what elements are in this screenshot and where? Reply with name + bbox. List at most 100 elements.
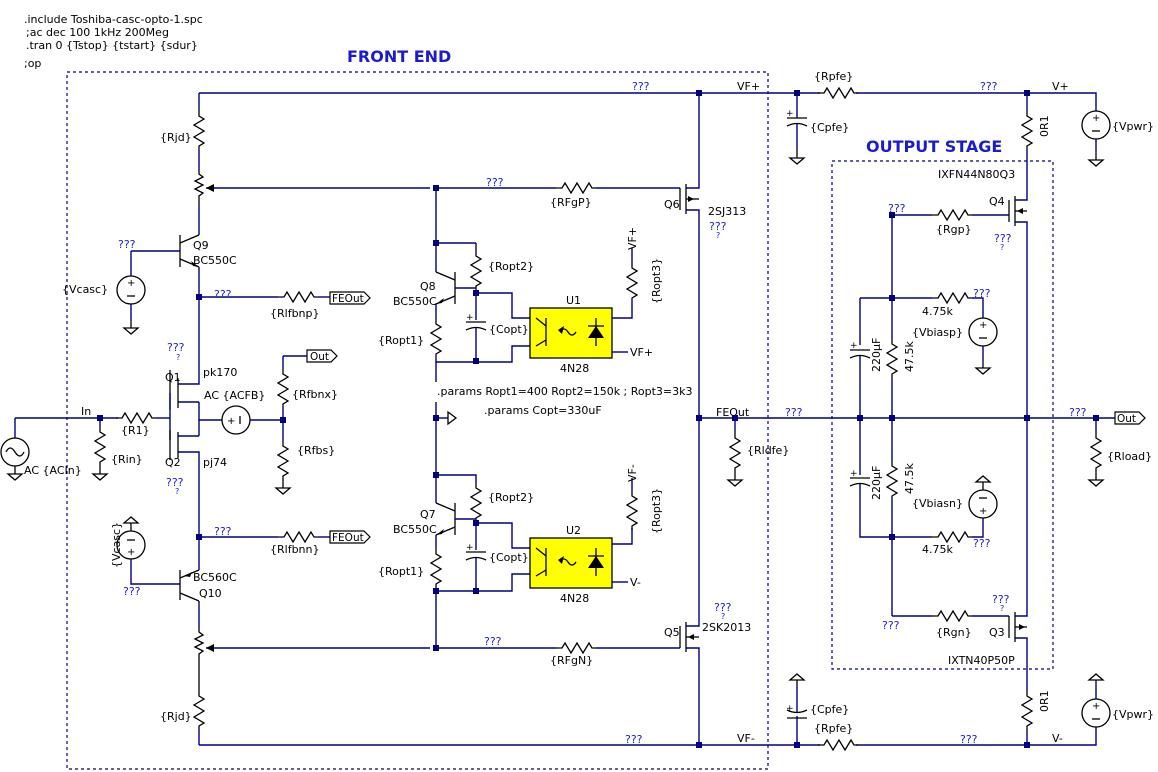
- potentiometer-bottom[interactable]: [193, 628, 430, 690]
- resistor-rpfe-top[interactable]: [817, 87, 859, 99]
- capacitor-cpfe-bottom[interactable]: +: [786, 686, 808, 745]
- directive-params2[interactable]: .params Copt=330uF: [484, 404, 602, 417]
- resistor-rgn[interactable]: [931, 610, 973, 622]
- q3-unknown-small[interactable]: ?: [1000, 604, 1004, 613]
- q4-unknown[interactable]: ???: [994, 232, 1012, 245]
- resistor-rin[interactable]: [94, 425, 106, 467]
- transistor-q9[interactable]: [131, 205, 200, 268]
- transistor-q8[interactable]: [435, 243, 476, 305]
- transistor-q10[interactable]: [179, 569, 200, 602]
- rgp-unknown[interactable]: ???: [888, 202, 906, 215]
- resistor-rpfe-bottom[interactable]: [817, 739, 859, 751]
- rail-unknown-2[interactable]: ???: [980, 80, 998, 93]
- resistor-rfbnx[interactable]: [277, 367, 289, 409]
- netflag-out-left[interactable]: Out: [306, 349, 338, 363]
- capacitor-220u-bottom[interactable]: +: [849, 469, 871, 487]
- resistor-47k5-top[interactable]: [886, 337, 898, 379]
- netflag-feout-top[interactable]: FEOut: [329, 291, 371, 305]
- rlfbnn-unknown[interactable]: ???: [214, 525, 232, 538]
- netflag-out-right[interactable]: Out: [1114, 411, 1146, 425]
- transistor-q7[interactable]: [435, 475, 476, 536]
- directive-ac[interactable]: ;ac dec 100 1kHz 200Meg: [26, 26, 169, 39]
- rail-unknown-1[interactable]: ???: [632, 80, 650, 93]
- capacitor-cpfe-top[interactable]: +: [786, 93, 808, 150]
- directive-op[interactable]: ;op: [24, 57, 41, 70]
- feout-unknown[interactable]: ???: [785, 406, 803, 419]
- q5-unknown-small[interactable]: ?: [721, 612, 725, 621]
- resistor-0r1-bottom[interactable]: [1021, 689, 1033, 731]
- voltage-source-vbiasn[interactable]: +: [968, 489, 998, 519]
- directive-include[interactable]: .include Toshiba-casc-opto-1.spc: [24, 13, 203, 26]
- resistor-rfgp[interactable]: [555, 182, 597, 194]
- resistor-ropt1-top[interactable]: [430, 317, 442, 359]
- resistor-ropt1-bottom[interactable]: [430, 547, 442, 589]
- rgn-unknown[interactable]: ???: [882, 619, 900, 632]
- label-4k75-bottom: 4.75k: [922, 543, 953, 556]
- voltage-source-vpwr-bottom[interactable]: +: [1081, 698, 1111, 728]
- capacitor-copt-bottom[interactable]: +: [465, 543, 487, 561]
- resistor-rfgn[interactable]: [555, 642, 597, 654]
- voltage-source-vcasc-bottom[interactable]: +: [116, 530, 146, 560]
- mosfet-q5[interactable]: [679, 418, 700, 745]
- resistor-47k5-bottom[interactable]: [886, 459, 898, 501]
- potentiometer-top[interactable]: [193, 170, 430, 205]
- mosfet-q6[interactable]: [679, 93, 700, 418]
- rfgp-unknown[interactable]: ???: [486, 176, 504, 189]
- q6-unknown[interactable]: ???: [709, 220, 727, 233]
- capacitor-220u-top[interactable]: +: [849, 341, 871, 359]
- voltage-source-acfb[interactable]: +: [221, 405, 251, 435]
- resistor-r1[interactable]: [115, 412, 157, 424]
- out-unknown[interactable]: ???: [1069, 406, 1087, 419]
- resistor-rload[interactable]: [1090, 431, 1102, 473]
- resistor-ropt3-top[interactable]: [626, 261, 638, 303]
- resistor-ropt2-top[interactable]: [470, 249, 482, 291]
- voltage-source-vcasc-top[interactable]: +: [116, 275, 146, 305]
- q6-unknown-small[interactable]: ?: [716, 231, 720, 240]
- resistor-0r1-top[interactable]: [1021, 109, 1033, 151]
- directive-tran[interactable]: .tran 0 {Tstop} {tstart} {sdur}: [26, 39, 198, 52]
- label-u1: U1: [566, 294, 581, 307]
- resistor-ropt2-bottom[interactable]: [470, 481, 482, 523]
- resistor-rlfbnn[interactable]: [277, 531, 319, 543]
- mosfet-q3[interactable]: [1008, 418, 1028, 690]
- label-q2-model: pj74: [203, 456, 227, 469]
- q5-unknown[interactable]: ???: [714, 601, 732, 614]
- netflag-feout-bottom[interactable]: FEOut: [329, 530, 371, 544]
- capacitor-copt-top[interactable]: +: [465, 313, 487, 331]
- optocoupler-u2[interactable]: [529, 537, 613, 589]
- resistor-4k75-top[interactable]: [931, 292, 973, 304]
- vbiasp-unknown[interactable]: ???: [973, 287, 991, 300]
- q3-unknown[interactable]: ???: [992, 593, 1010, 606]
- resistor-rjd-bottom[interactable]: [193, 689, 205, 731]
- resistor-rlfbnp[interactable]: [277, 291, 319, 303]
- resistor-rldfe[interactable]: [729, 431, 741, 473]
- label-rlfbnn: {Rlfbnn}: [270, 543, 320, 556]
- q4-unknown-small[interactable]: ?: [1000, 243, 1004, 252]
- q10-unknown[interactable]: ???: [123, 585, 141, 598]
- resistor-rgp[interactable]: [931, 209, 973, 221]
- vbiasn-unknown[interactable]: ???: [973, 537, 991, 550]
- resistor-ropt3-bottom[interactable]: [626, 489, 638, 531]
- rail-unknown-4[interactable]: ???: [960, 733, 978, 746]
- rail-unknown-3[interactable]: ???: [625, 733, 643, 746]
- voltage-source-vbiasp[interactable]: +: [968, 317, 998, 347]
- resistor-rjd-top[interactable]: [193, 109, 205, 151]
- q1-unknown[interactable]: ???: [167, 341, 185, 354]
- transistor-q2[interactable]: [169, 430, 200, 470]
- label-v-plus: V+: [1052, 80, 1069, 93]
- directive-params1[interactable]: .params Ropt1=400 Ropt2=150k ; Ropt3=3k3: [437, 385, 693, 398]
- label-ropt3-bottom: {Ropt3}: [650, 488, 663, 534]
- q1-unknown-small[interactable]: ?: [176, 353, 180, 362]
- mosfet-q4[interactable]: [1008, 195, 1028, 418]
- rfgn-unknown[interactable]: ???: [484, 635, 502, 648]
- q2-unknown[interactable]: ???: [166, 476, 184, 489]
- rlfbnp-unknown[interactable]: ???: [214, 288, 232, 301]
- q9-unknown[interactable]: ???: [118, 238, 136, 251]
- voltage-source-vpwr-top[interactable]: +: [1081, 110, 1111, 140]
- resistor-4k75-bottom[interactable]: [931, 531, 973, 543]
- optocoupler-u1[interactable]: [529, 307, 613, 359]
- resistor-rfbs[interactable]: [277, 439, 289, 481]
- ac-source-acin[interactable]: [0, 437, 30, 467]
- q2-unknown-small[interactable]: ?: [175, 487, 179, 496]
